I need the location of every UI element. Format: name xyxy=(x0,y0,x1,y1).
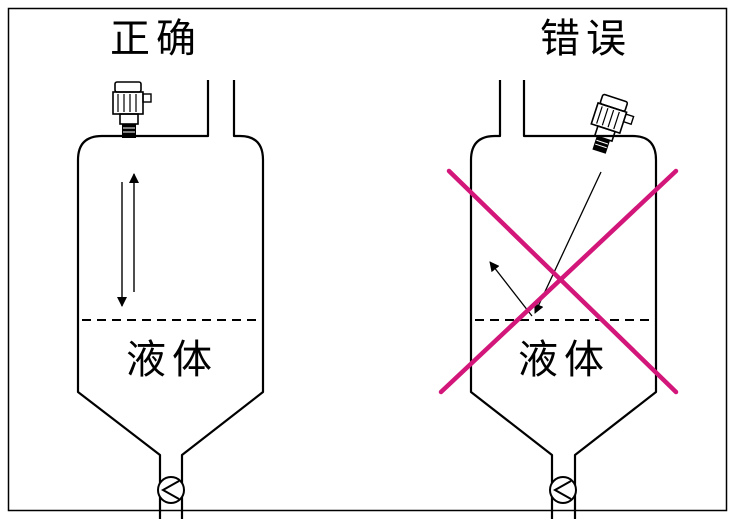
wrong-liquid-label: 液体 xyxy=(518,337,610,383)
correct-title: 正确 xyxy=(110,16,202,62)
wrong-cross-mark xyxy=(438,168,679,395)
wrong-valve-icon xyxy=(549,476,577,504)
correct-valve-icon xyxy=(157,476,185,504)
deflected-reflection-arrow xyxy=(489,261,533,317)
wrong-panel: 错误 液体 xyxy=(438,16,679,519)
wrong-sensor-icon xyxy=(590,93,635,154)
wrong-title: 错误 xyxy=(540,16,632,62)
correct-tank-outline xyxy=(76,80,265,519)
correct-liquid-label: 液体 xyxy=(126,337,218,383)
diagram-frame xyxy=(7,7,728,512)
angled-emitted-signal xyxy=(534,171,602,314)
correct-sensor-icon xyxy=(112,81,152,138)
wrong-tank-outline xyxy=(469,80,658,519)
correct-panel: 正确 液体 xyxy=(76,16,265,519)
